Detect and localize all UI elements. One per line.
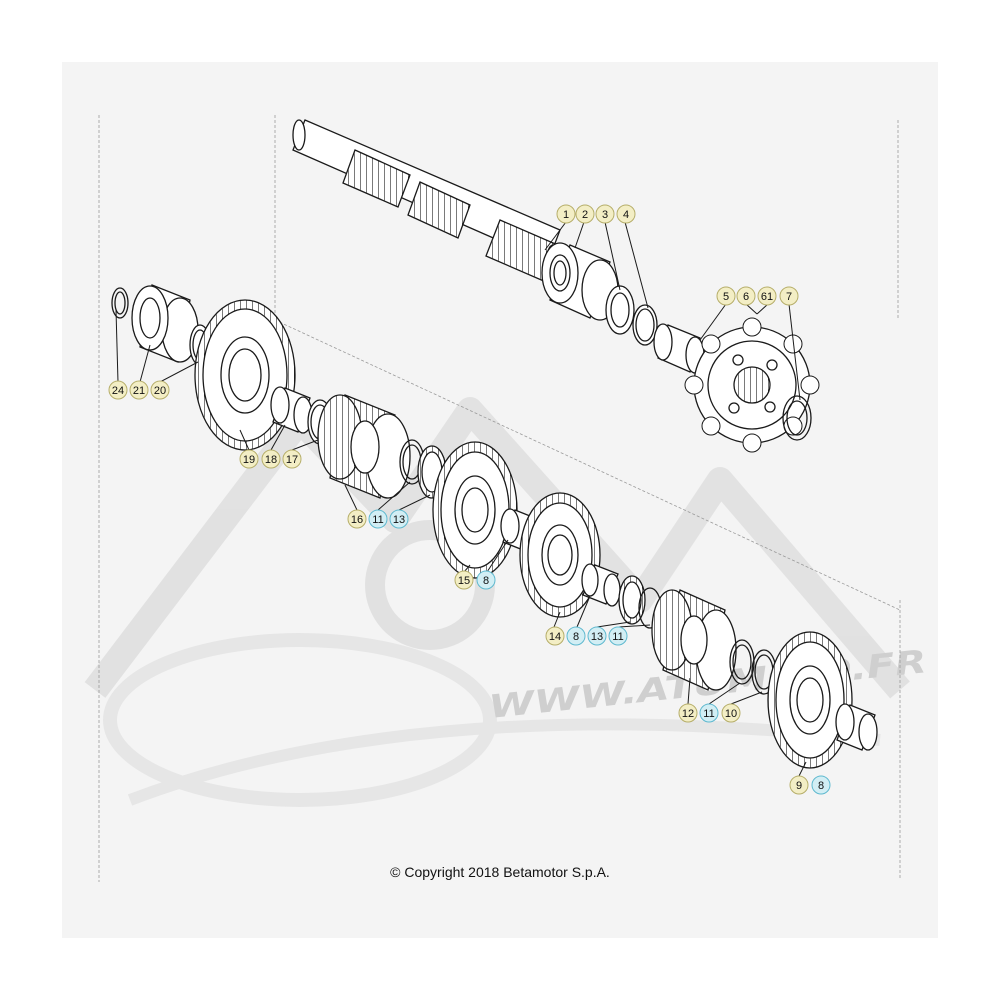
svg-text:18: 18	[265, 454, 277, 466]
callout-9[interactable]: 9	[789, 775, 809, 795]
svg-text:11: 11	[703, 708, 714, 720]
spacer-sleeve	[653, 323, 705, 374]
svg-text:7: 7	[786, 291, 792, 303]
callout-11-c[interactable]: 11	[699, 703, 719, 723]
callout-24[interactable]: 24	[108, 380, 128, 400]
svg-text:3: 3	[602, 209, 608, 221]
svg-text:5: 5	[723, 291, 729, 303]
callout-19[interactable]: 19	[239, 449, 259, 469]
svg-text:11: 11	[372, 514, 383, 526]
callout-6[interactable]: 6	[736, 286, 756, 306]
copyright-notice: © Copyright 2018 Betamotor S.p.A.	[390, 864, 610, 880]
svg-text:13: 13	[393, 514, 405, 526]
callout-7[interactable]: 7	[779, 286, 799, 306]
svg-text:15: 15	[458, 575, 470, 587]
gear-12	[651, 589, 737, 691]
callout-4[interactable]: 4	[616, 204, 636, 224]
svg-text:61: 61	[761, 291, 773, 303]
callout-2[interactable]: 2	[575, 204, 595, 224]
svg-text:11: 11	[612, 631, 623, 643]
svg-text:8: 8	[573, 631, 579, 643]
svg-text:14: 14	[549, 631, 561, 643]
callout-8-c[interactable]: 8	[811, 775, 831, 795]
svg-text:6: 6	[743, 291, 749, 303]
callout-13-b[interactable]: 13	[587, 626, 607, 646]
svg-text:8: 8	[483, 575, 489, 587]
callout-5[interactable]: 5	[716, 286, 736, 306]
gear-15	[432, 441, 518, 579]
callout-11-a[interactable]: 11	[368, 509, 388, 529]
svg-text:12: 12	[682, 708, 694, 720]
svg-text:4: 4	[623, 209, 629, 221]
bush-8b-rings	[581, 563, 662, 629]
gear-14	[519, 492, 601, 618]
callout-17[interactable]: 17	[282, 449, 302, 469]
callout-3[interactable]: 3	[595, 204, 615, 224]
svg-text:19: 19	[243, 454, 255, 466]
svg-text:20: 20	[154, 385, 166, 397]
svg-text:10: 10	[725, 708, 737, 720]
main-shaft	[292, 119, 561, 284]
circlip-sprocket	[782, 395, 812, 441]
sprocket	[684, 317, 820, 453]
gear-19	[194, 299, 296, 451]
svg-text:1: 1	[563, 209, 569, 221]
svg-text:17: 17	[286, 454, 298, 466]
callout-8-a[interactable]: 8	[476, 570, 496, 590]
callout-12[interactable]: 12	[678, 703, 698, 723]
callout-20[interactable]: 20	[150, 380, 170, 400]
leader-lines	[115, 221, 807, 777]
callout-13-a[interactable]: 13	[389, 509, 409, 529]
rings-11-10	[729, 639, 777, 695]
bush-8c	[835, 703, 878, 751]
callout-61[interactable]: 61	[757, 286, 777, 306]
bearing-left	[111, 284, 211, 366]
svg-text:9: 9	[796, 780, 802, 792]
callout-8-b[interactable]: 8	[566, 626, 586, 646]
svg-text:2: 2	[582, 209, 588, 221]
callout-14[interactable]: 14	[545, 626, 565, 646]
callout-10[interactable]: 10	[721, 703, 741, 723]
callouts: 1 2 3 4 5 6 61 7 24 21 20 19 18 17 16 11…	[108, 204, 831, 795]
reference-lines	[98, 115, 901, 882]
callout-11-b[interactable]: 11	[608, 626, 628, 646]
callout-21[interactable]: 21	[129, 380, 149, 400]
shim-rings	[605, 285, 658, 346]
callout-15[interactable]: 15	[454, 570, 474, 590]
svg-text:13: 13	[591, 631, 603, 643]
svg-text:24: 24	[112, 385, 124, 397]
svg-text:16: 16	[351, 514, 363, 526]
callout-18[interactable]: 18	[261, 449, 281, 469]
gear-9	[767, 631, 853, 769]
callout-16[interactable]: 16	[347, 509, 367, 529]
gear-16	[317, 394, 411, 499]
callout-1[interactable]: 1	[556, 204, 576, 224]
svg-text:8: 8	[818, 780, 824, 792]
svg-text:21: 21	[133, 385, 145, 397]
